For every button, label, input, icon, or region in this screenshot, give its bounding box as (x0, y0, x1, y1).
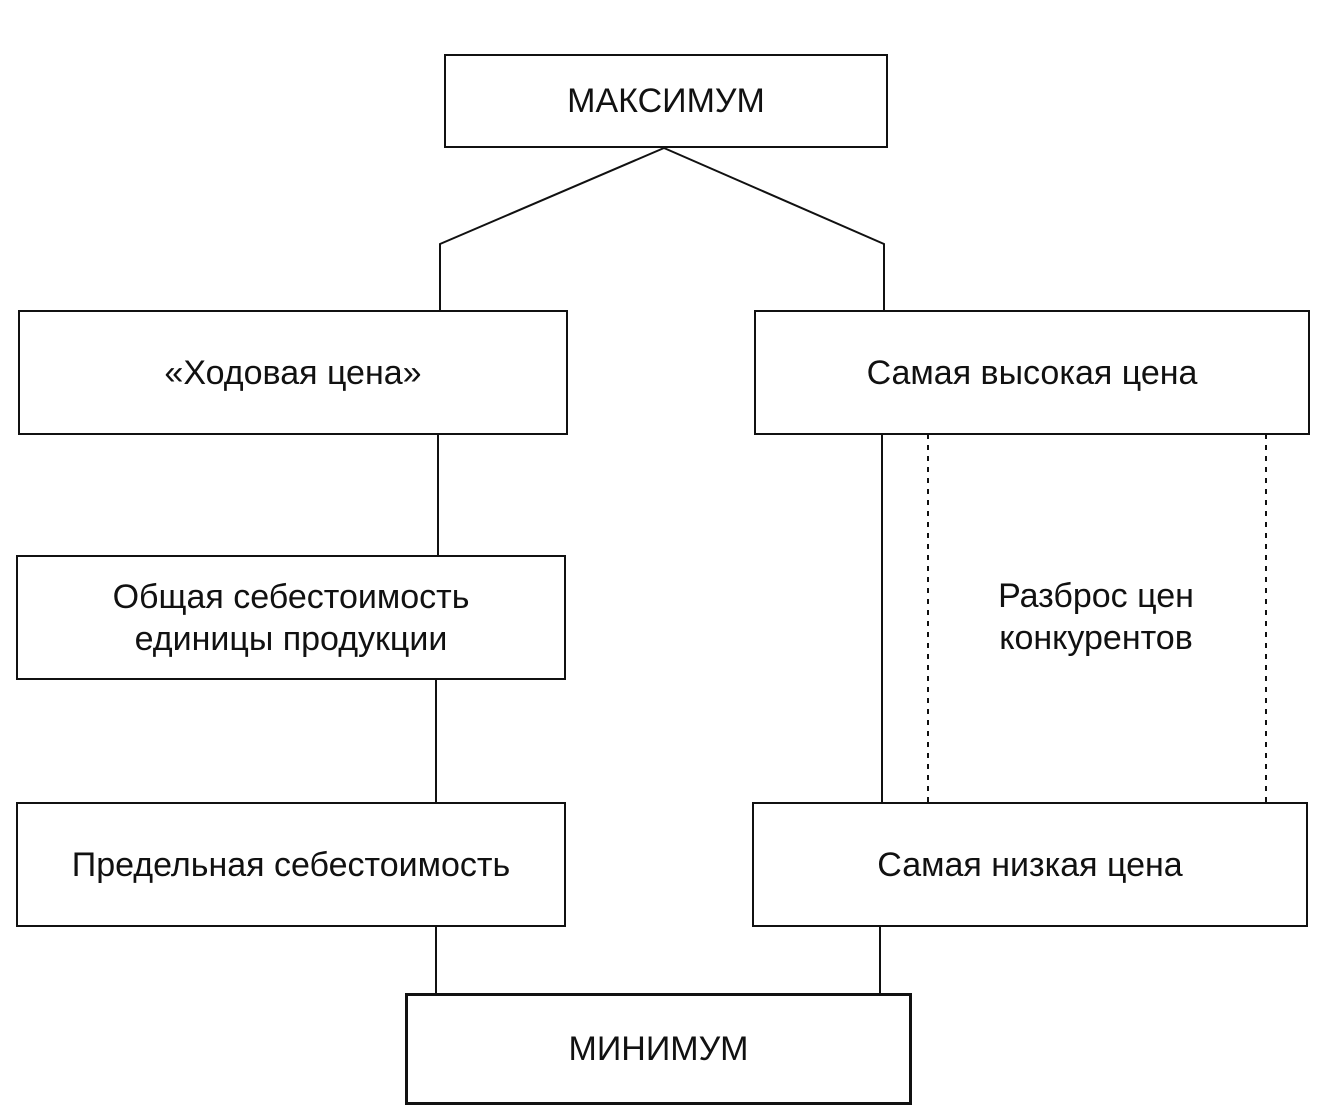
connector-max-left (439, 147, 665, 312)
minimum-label: МИНИМУМ (568, 1030, 749, 1068)
current-price-box: «Ходовая цена» (18, 310, 568, 435)
minimum-box: МИНИМУМ (405, 993, 912, 1105)
highest-price-box: Самая высокая цена (754, 310, 1310, 435)
maximum-label: МАКСИМУМ (567, 82, 765, 120)
total-unit-cost-label: Общая себестоимость единицы продукции (112, 577, 470, 658)
total-unit-cost-box: Общая себестоимость единицы продукции (16, 555, 566, 680)
marginal-cost-label: Предельная себестоимость (71, 845, 511, 884)
highest-price-label: Самая высокая цена (866, 353, 1198, 392)
lowest-price-box: Самая низкая цена (752, 802, 1308, 927)
connector-max-right (663, 147, 885, 312)
maximum-box: МАКСИМУМ (444, 54, 888, 148)
lowest-price-label: Самая низкая цена (877, 845, 1183, 884)
competitor-price-spread-label: Разброс цен конкурентов (998, 577, 1194, 657)
current-price-label: «Ходовая цена» (164, 353, 422, 392)
marginal-cost-box: Предельная себестоимость (16, 802, 566, 927)
